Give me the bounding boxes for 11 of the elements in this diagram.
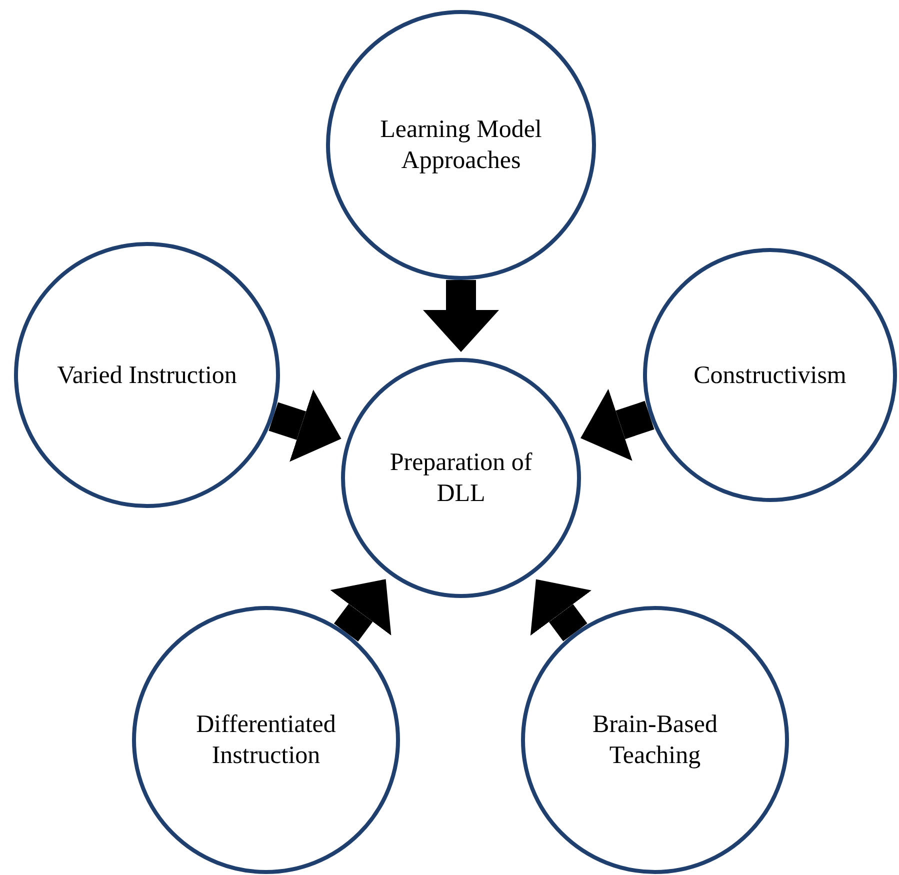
concept-label: Preparation of DLL xyxy=(388,448,534,509)
concept-label: Brain-Based Teaching xyxy=(592,710,718,771)
block-arrow xyxy=(423,280,499,352)
concept-label: Differentiated Instruction xyxy=(195,710,337,771)
block-arrow xyxy=(530,579,592,642)
concept-label: Learning Model Approaches xyxy=(379,115,543,176)
concept-label: Varied Instruction xyxy=(57,360,237,390)
block-arrow xyxy=(330,579,392,642)
block-arrow xyxy=(580,388,654,461)
block-arrow xyxy=(268,390,342,462)
concept-label: Constructivism xyxy=(694,360,846,390)
